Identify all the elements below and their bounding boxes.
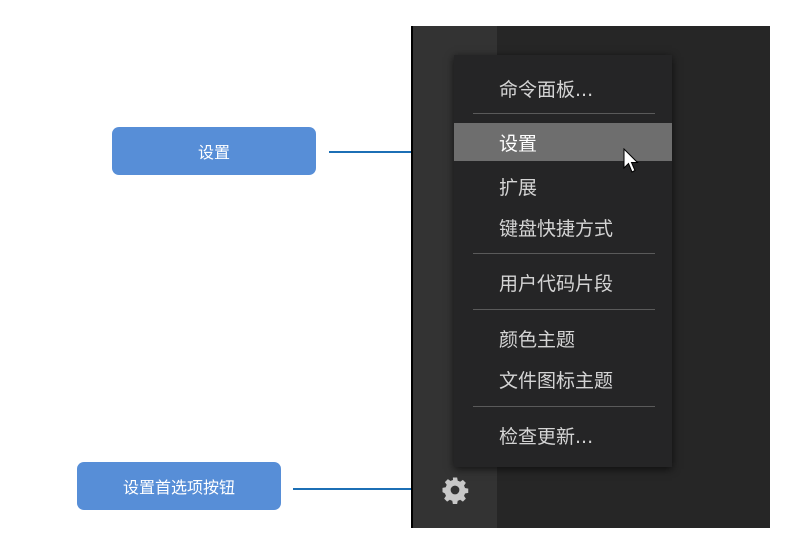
menu-item-keyboard-shortcuts[interactable]: 键盘快捷方式 [499, 217, 614, 240]
menu-item-check-updates[interactable]: 检查更新... [499, 425, 594, 448]
gear-icon[interactable] [440, 475, 470, 505]
menu-item-settings[interactable]: 设置 [454, 123, 672, 161]
menu-separator [473, 253, 655, 254]
mouse-pointer-icon [623, 147, 639, 174]
menu-item-color-theme[interactable]: 颜色主题 [499, 328, 576, 351]
menu-separator [473, 113, 655, 114]
settings-callout-label: 设置 [197, 143, 230, 162]
preferences-button-callout-label: 设置首选项按钮 [122, 478, 235, 497]
menu-separator [473, 309, 655, 310]
settings-callout: 设置 [112, 127, 316, 175]
manage-menu: 命令面板... 设置 扩展 键盘快捷方式 用户代码片段 颜色主题 文件图标主题 … [454, 55, 672, 467]
settings-arrow [329, 151, 459, 153]
vscode-window: 命令面板... 设置 扩展 键盘快捷方式 用户代码片段 颜色主题 文件图标主题 … [411, 26, 770, 528]
menu-item-user-snippets[interactable]: 用户代码片段 [499, 272, 614, 295]
menu-item-file-icon-theme[interactable]: 文件图标主题 [499, 369, 614, 392]
preferences-arrow [293, 488, 421, 490]
preferences-button-callout: 设置首选项按钮 [77, 462, 281, 510]
menu-item-command-palette[interactable]: 命令面板... [499, 78, 594, 101]
menu-item-extensions[interactable]: 扩展 [499, 176, 538, 199]
menu-separator [473, 406, 655, 407]
